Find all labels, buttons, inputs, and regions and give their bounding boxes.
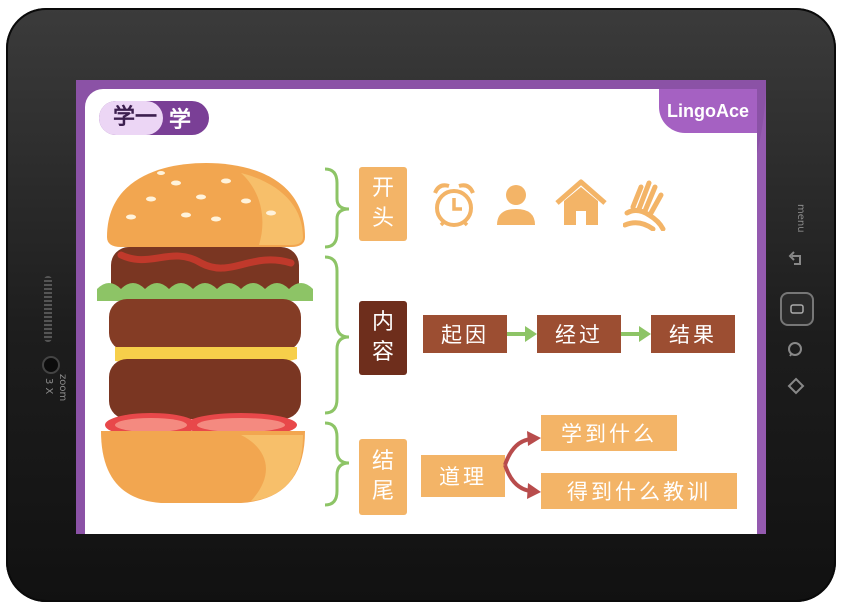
search-icon[interactable] bbox=[784, 338, 808, 362]
opening-label: 开 头 bbox=[359, 167, 407, 241]
ending-char-1: 结 bbox=[371, 449, 394, 474]
home-nav-icon[interactable] bbox=[784, 374, 808, 398]
content-char-1: 内 bbox=[371, 310, 394, 335]
flow-result: 结果 bbox=[651, 315, 735, 353]
lingoace-logo: LingoAce bbox=[659, 89, 757, 133]
burger-illustration bbox=[97, 163, 313, 503]
arrow-right-icon bbox=[507, 326, 537, 342]
alarm-clock-icon bbox=[433, 183, 475, 227]
ending-char-2: 尾 bbox=[371, 479, 394, 504]
slide-canvas: 学一 学 LingoAce bbox=[85, 89, 757, 534]
person-icon bbox=[497, 185, 535, 225]
opening-char-2: 头 bbox=[371, 206, 394, 231]
section-braces bbox=[324, 167, 350, 507]
sign-language-icon bbox=[623, 180, 666, 231]
lesson-box: 得到什么教训 bbox=[541, 473, 737, 509]
flow-process: 经过 bbox=[537, 315, 621, 353]
screen: 学一 学 LingoAce bbox=[76, 80, 766, 534]
title-part1: 学一 bbox=[99, 101, 164, 135]
slide-title: 学一 学 bbox=[99, 101, 209, 135]
house-icon bbox=[555, 179, 607, 225]
speaker-grille bbox=[44, 276, 52, 342]
content-label: 内 容 bbox=[359, 301, 407, 375]
zoom-label: zoom bbox=[57, 374, 68, 402]
title-part2: 学 bbox=[169, 108, 192, 133]
opening-char-1: 开 bbox=[371, 176, 394, 201]
magnify-label: 3 X bbox=[43, 378, 54, 395]
moral-box: 道理 bbox=[421, 455, 505, 497]
learn-what-box: 学到什么 bbox=[541, 415, 677, 451]
content-char-2: 容 bbox=[371, 340, 394, 365]
menu-label: menu bbox=[795, 204, 806, 233]
camera-icon bbox=[42, 356, 60, 374]
arrow-right-icon bbox=[621, 326, 651, 342]
ending-label: 结 尾 bbox=[359, 439, 407, 515]
flow-cause: 起因 bbox=[423, 315, 507, 353]
back-icon[interactable] bbox=[784, 248, 808, 272]
home-button[interactable] bbox=[780, 292, 814, 326]
branch-arrows bbox=[503, 431, 541, 499]
